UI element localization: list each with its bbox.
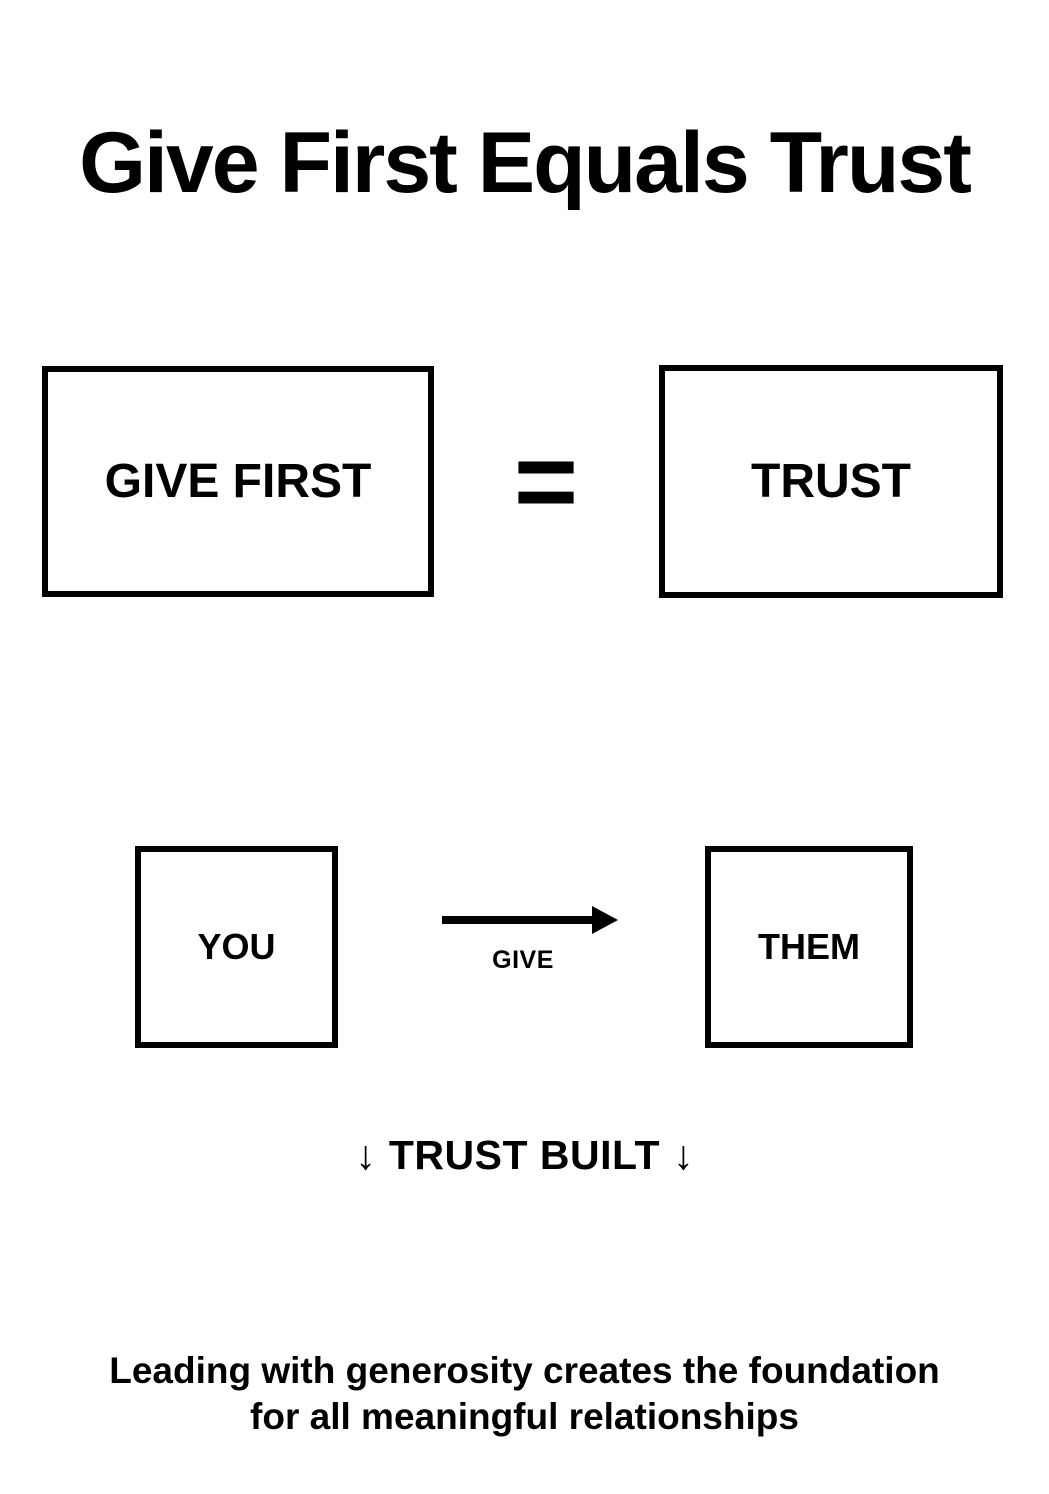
trust-box: TRUST <box>659 365 1003 598</box>
equals-sign: = <box>513 419 579 543</box>
trust-built-line: ↓ TRUST BUILT ↓ <box>0 1132 1049 1179</box>
you-box: YOU <box>135 846 338 1048</box>
trust-box-label: TRUST <box>751 455 911 508</box>
give-first-box: GIVE FIRST <box>42 366 434 597</box>
give-arrow-label: GIVE <box>492 946 554 974</box>
right-arrow-head <box>592 906 618 934</box>
them-box-label: THEM <box>758 926 860 967</box>
caption: Leading with generosity creates the foun… <box>0 1348 1049 1440</box>
caption-line-2: for all meaningful relationships <box>250 1396 799 1437</box>
right-arrow-shaft <box>442 916 594 924</box>
caption-line-1: Leading with generosity creates the foun… <box>109 1350 940 1391</box>
page-title: Give First Equals Trust <box>79 114 972 211</box>
you-box-label: YOU <box>197 926 276 967</box>
arrow-down-icon: ↓ <box>355 1132 376 1178</box>
arrow-down-icon: ↓ <box>673 1132 694 1178</box>
give-first-box-label: GIVE FIRST <box>104 455 372 508</box>
them-box: THEM <box>705 846 913 1048</box>
trust-built-label: TRUST BUILT <box>388 1132 661 1178</box>
